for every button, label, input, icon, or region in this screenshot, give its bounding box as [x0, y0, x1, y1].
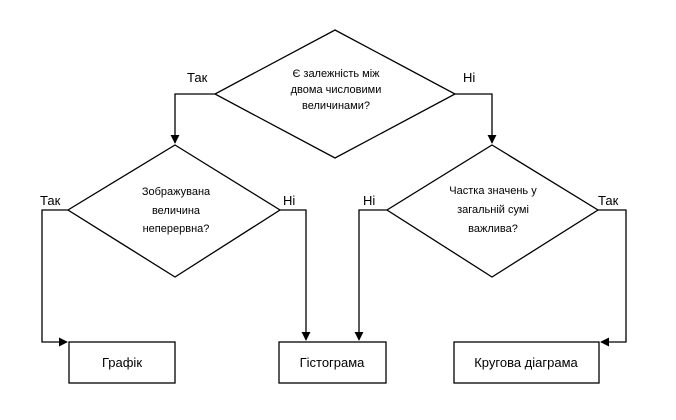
decision-left: Зображувана величина неперервна?: [66, 144, 282, 278]
edge-right-no: [354, 209, 387, 341]
decision-root: Є залежність між двома числовими величин…: [213, 29, 457, 159]
decision-right-line-1: Частка значень у: [449, 185, 537, 197]
edge-root-yes: [170, 93, 215, 144]
outcome-pie-chart: Кругова діаграма: [453, 341, 600, 384]
outcome-line-chart: Графік: [68, 341, 176, 384]
outcome-histogram: Гістограма: [278, 341, 387, 384]
edge-label-root-yes: Так: [187, 70, 208, 85]
edge-right-yes: [598, 209, 627, 347]
edge-label-left-yes: Так: [40, 193, 61, 208]
decision-root-line-3: величинами?: [302, 100, 370, 112]
decision-left-line-2: величина: [152, 205, 201, 217]
edge-label-right-no: Ні: [363, 193, 375, 208]
decision-left-line-3: неперервна?: [143, 223, 210, 235]
outcome-pie-chart-label: Кругова діаграма: [474, 355, 578, 370]
decision-right-line-2: загальній сумі: [457, 204, 529, 216]
decision-root-line-1: Є залежність між: [292, 68, 380, 80]
edge-label-left-no: Ні: [283, 193, 295, 208]
decision-right-line-3: важлива?: [468, 223, 518, 235]
decision-left-line-1: Зображувана: [142, 186, 211, 198]
edge-root-no: [455, 93, 497, 144]
decision-right: Частка значень у загальній сумі важлива?: [385, 144, 600, 278]
outcome-histogram-label: Гістограма: [300, 355, 366, 370]
decision-root-line-2: двома числовими: [291, 84, 382, 96]
edge-label-root-no: Ні: [463, 70, 475, 85]
outcome-line-chart-label: Графік: [102, 355, 142, 370]
edge-left-no: [280, 209, 311, 341]
edge-label-right-yes: Так: [598, 193, 619, 208]
edge-left-yes: [41, 209, 68, 347]
